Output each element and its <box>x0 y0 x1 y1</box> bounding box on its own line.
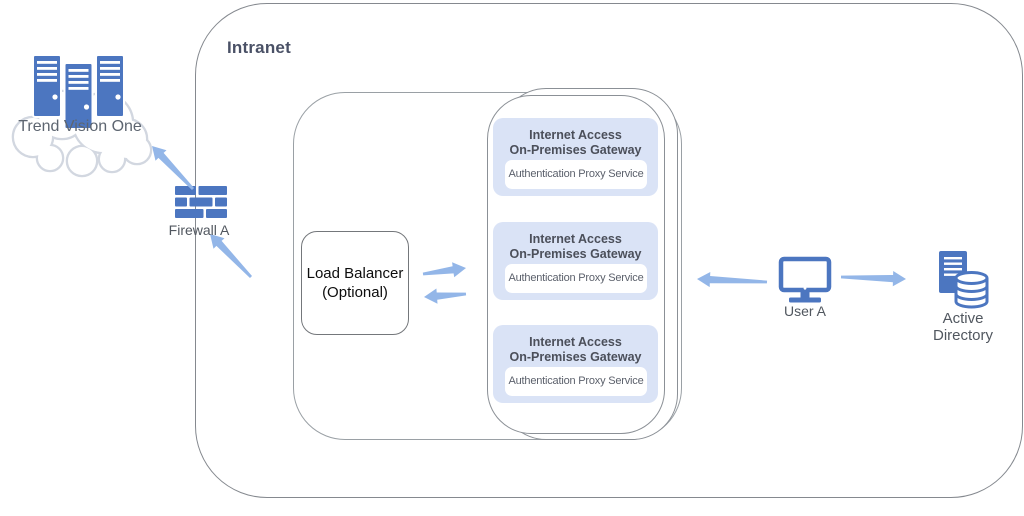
load-balancer-label-line1: Load Balancer <box>306 265 404 282</box>
gateway-card: Internet Access On-Premises Gateway Auth… <box>493 325 658 403</box>
load-balancer-node: Load Balancer (Optional) <box>301 231 409 335</box>
gateway-group-container <box>293 92 682 440</box>
active-directory-label: Active Directory <box>933 310 993 344</box>
auth-proxy-service-badge: Authentication Proxy Service <box>505 367 647 396</box>
gateway-card: Internet Access On-Premises Gateway Auth… <box>493 118 658 196</box>
arrow-firewall-to-cloud <box>152 146 194 190</box>
intranet-container <box>195 3 1023 498</box>
gateway-title-line2: On-Premises Gateway <box>509 143 642 157</box>
trend-vision-one-label: Trend Vision One <box>18 118 142 135</box>
gateway-title-line1: Internet Access <box>529 232 622 246</box>
gateway-title-line2: On-Premises Gateway <box>509 247 642 261</box>
auth-proxy-service-badge: Authentication Proxy Service <box>505 160 647 189</box>
firewall-a-label: Firewall A <box>168 222 230 238</box>
intranet-label: Intranet <box>227 38 291 57</box>
gateway-title-line1: Internet Access <box>529 128 622 142</box>
active-directory-label-line1: Active <box>942 310 984 327</box>
user-a-label: User A <box>783 303 827 319</box>
load-balancer-label-line2: (Optional) <box>322 284 388 301</box>
gateway-title-line1: Internet Access <box>529 335 622 349</box>
gateway-title-line2: On-Premises Gateway <box>509 350 642 364</box>
gateway-card: Internet Access On-Premises Gateway Auth… <box>493 222 658 300</box>
auth-proxy-service-badge: Authentication Proxy Service <box>505 264 647 293</box>
active-directory-label-line2: Directory <box>932 327 994 344</box>
